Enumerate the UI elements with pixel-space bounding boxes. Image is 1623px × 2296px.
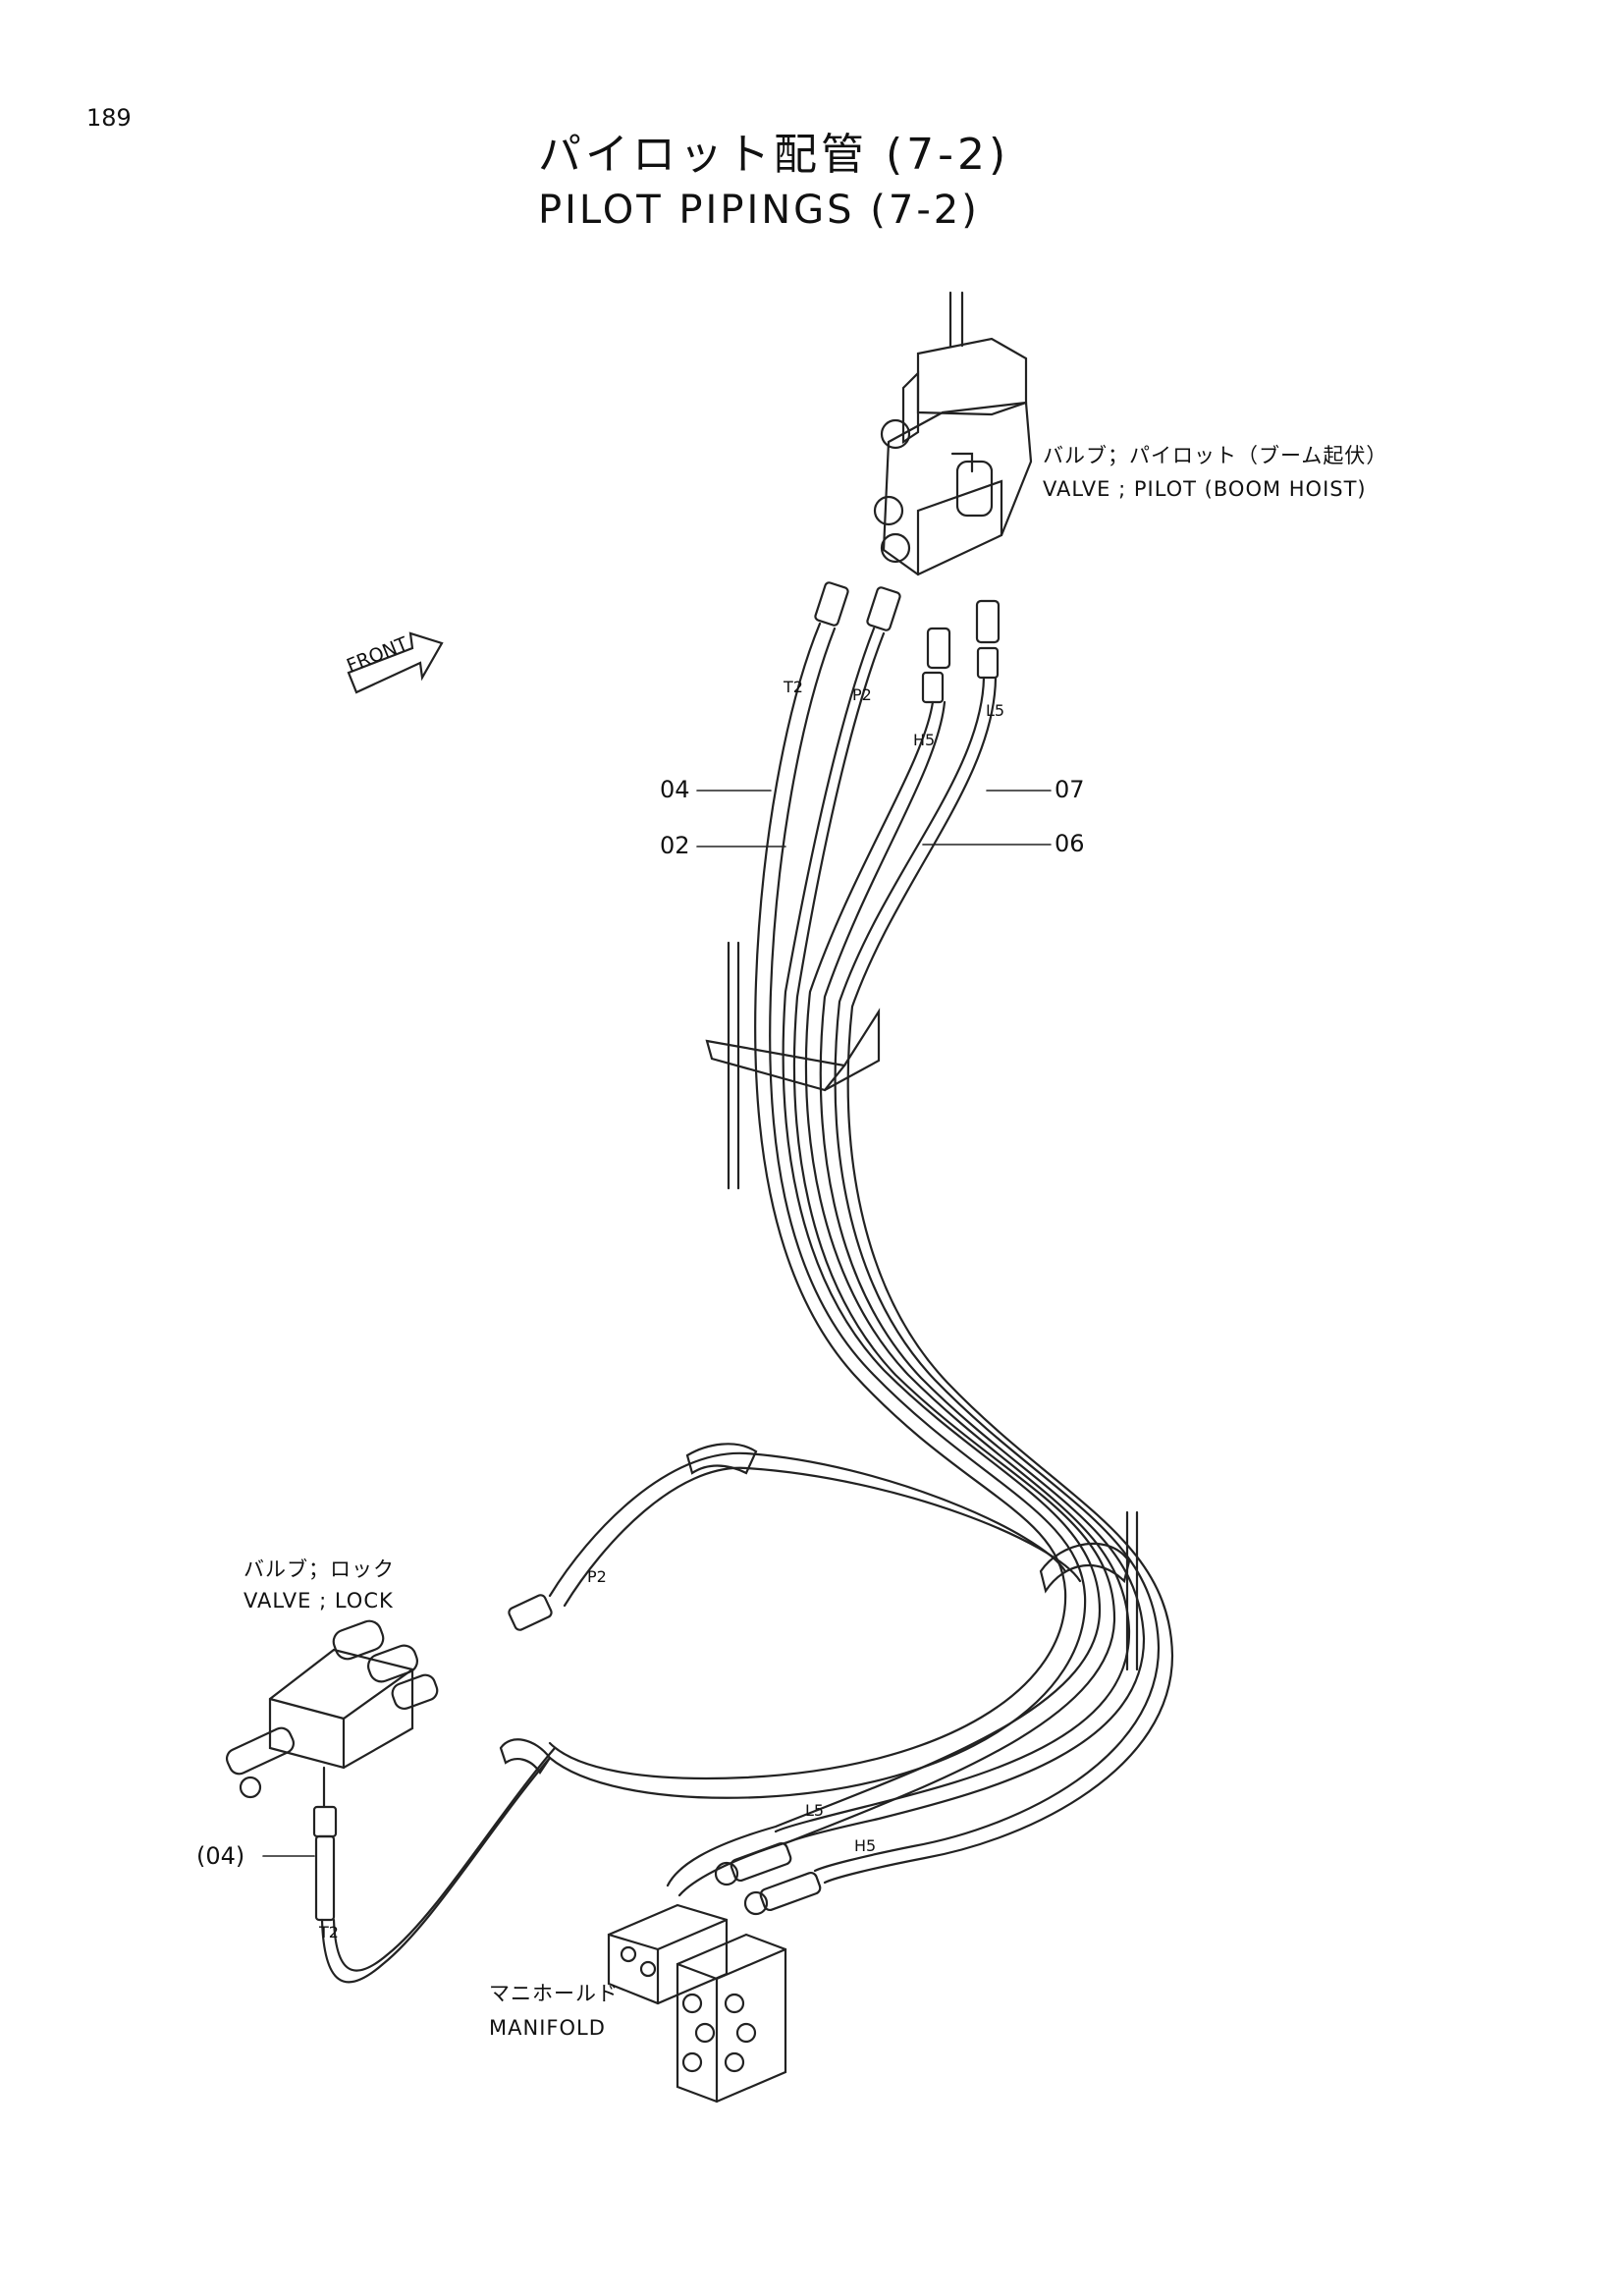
callout-02: 02 xyxy=(660,832,690,859)
pilot-valve-boom-hoist xyxy=(873,337,1033,576)
pilot-valve-stem xyxy=(948,291,964,348)
port-label-h5-manifold: H5 xyxy=(854,1836,877,1855)
lock-valve xyxy=(225,1619,439,1838)
port-label-l5-top: L5 xyxy=(986,701,1005,720)
manifold-fittings xyxy=(714,1841,822,1916)
manifold-label-en: MANIFOLD xyxy=(489,2016,606,2040)
bundle-clamp-upper xyxy=(705,941,881,1190)
port-label-p2-lock: P2 xyxy=(587,1567,607,1586)
page-title-japanese: パイロット配管 (7-2) xyxy=(538,130,1010,180)
port-label-t2-lock: T2 xyxy=(319,1923,339,1941)
callout-leader-lines xyxy=(262,790,1052,1857)
page-number: 189 xyxy=(86,104,132,132)
port-label-l5-manifold: L5 xyxy=(805,1801,825,1820)
manifold-label-jp: マニホールド xyxy=(489,1982,619,2005)
hose-p2-lock-valve xyxy=(508,1443,1082,1631)
port-label-t2-top: T2 xyxy=(784,678,803,696)
pilot-valve-label-en: VALVE ; PILOT (BOOM HOIST) xyxy=(1043,477,1367,501)
pilot-hose-bundle xyxy=(548,622,1174,1897)
pilot-valve-fittings xyxy=(814,581,1001,704)
callout-04-paren: (04) xyxy=(196,1842,245,1870)
port-label-h5-top: H5 xyxy=(913,731,936,749)
callout-06: 06 xyxy=(1055,830,1085,857)
callout-07: 07 xyxy=(1055,776,1085,803)
front-direction-arrow-icon xyxy=(347,631,444,694)
manifold-block xyxy=(607,1903,787,2104)
lock-valve-label-en: VALVE ; LOCK xyxy=(243,1589,394,1613)
bundle-clamp-lower xyxy=(1039,1510,1139,1671)
hose-t2-lock-valve xyxy=(314,1738,557,1984)
page-title-english: PILOT PIPINGS (7-2) xyxy=(538,188,980,233)
port-label-p2-top: P2 xyxy=(852,685,872,704)
lock-valve-label-jp: バルブ；ロック xyxy=(243,1558,395,1581)
pilot-valve-label-jp: バルブ；パイロット（ブーム起伏） xyxy=(1043,444,1388,467)
callout-04: 04 xyxy=(660,776,690,803)
